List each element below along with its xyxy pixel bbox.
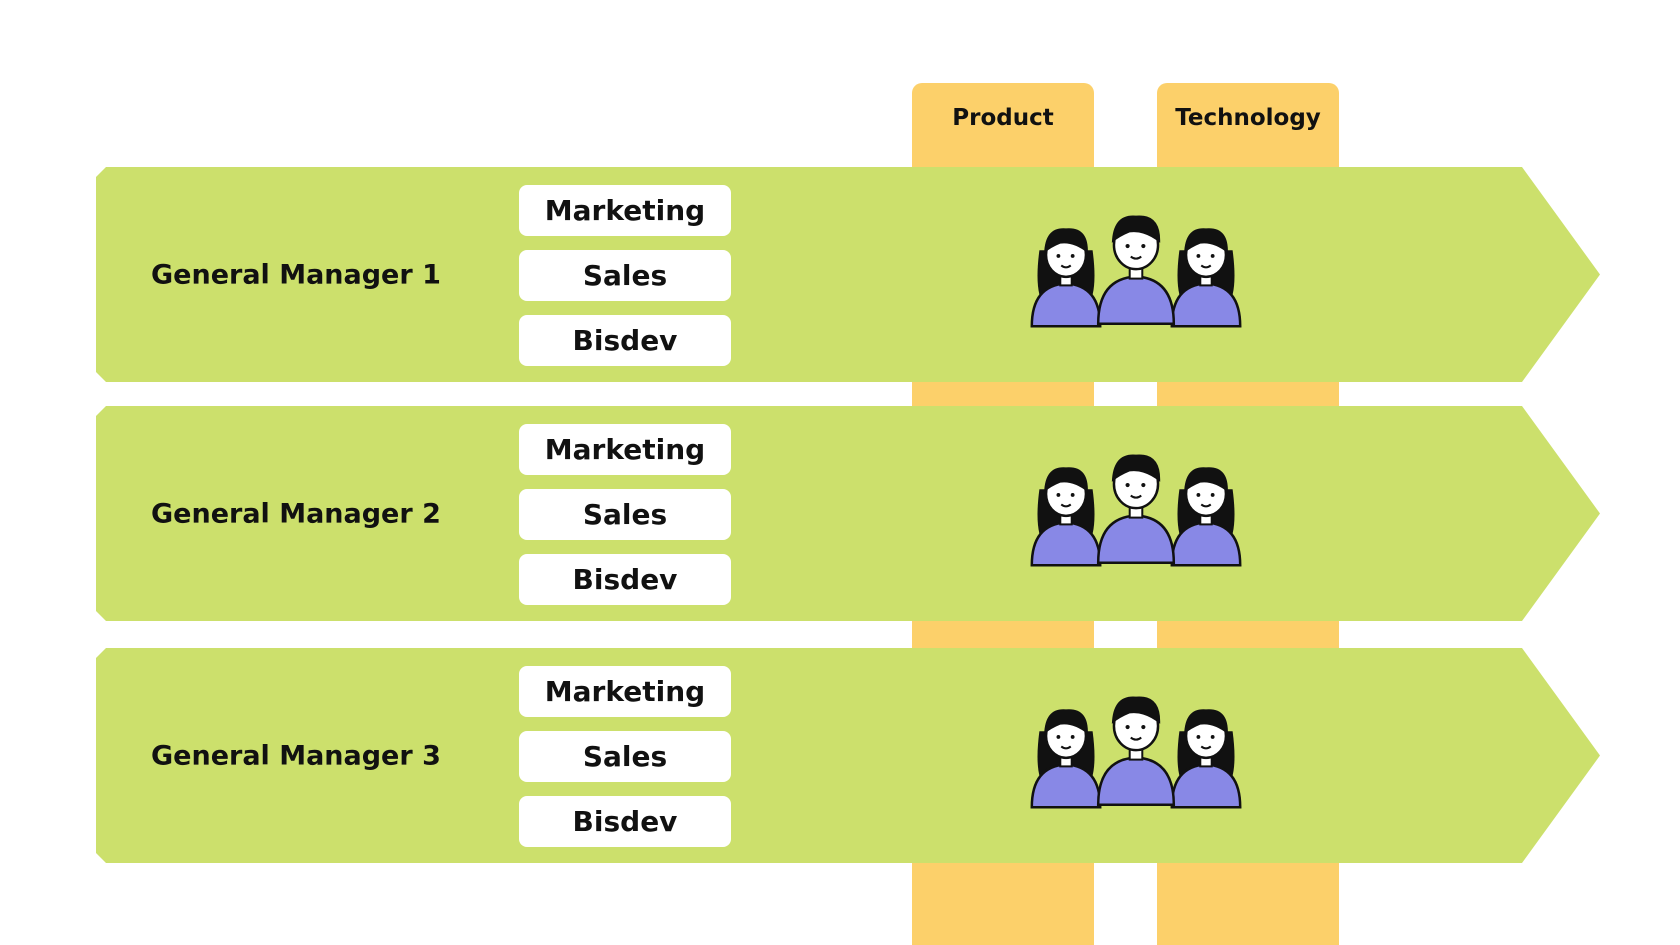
department-list: Marketing Sales Bisdev <box>519 185 731 380</box>
manager-label: General Manager 1 <box>151 259 441 290</box>
department-marketing: Marketing <box>519 666 731 717</box>
department-marketing: Marketing <box>519 185 731 236</box>
team-people-icon <box>1030 215 1242 328</box>
manager-band-1: General Manager 1 Marketing Sales Bisdev <box>96 167 1600 382</box>
department-sales: Sales <box>519 250 731 301</box>
department-sales: Sales <box>519 489 731 540</box>
department-list: Marketing Sales Bisdev <box>519 666 731 861</box>
column-label-technology: Technology <box>1175 105 1321 131</box>
manager-label: General Manager 2 <box>151 498 441 529</box>
department-marketing: Marketing <box>519 424 731 475</box>
manager-band-3: General Manager 3 Marketing Sales Bisdev <box>96 648 1600 863</box>
team-people-icon <box>1030 454 1242 567</box>
department-sales: Sales <box>519 731 731 782</box>
department-list: Marketing Sales Bisdev <box>519 424 731 619</box>
department-bisdev: Bisdev <box>519 554 731 605</box>
department-bisdev: Bisdev <box>519 315 731 366</box>
team-people-icon <box>1030 696 1242 809</box>
department-bisdev: Bisdev <box>519 796 731 847</box>
column-label-product: Product <box>952 105 1054 131</box>
manager-band-2: General Manager 2 Marketing Sales Bisdev <box>96 406 1600 621</box>
manager-label: General Manager 3 <box>151 740 441 771</box>
